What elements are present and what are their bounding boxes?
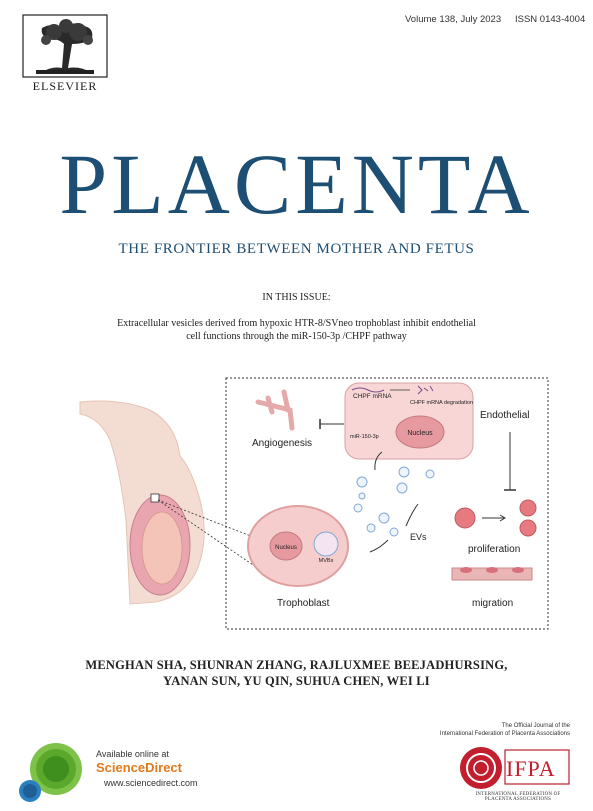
authors-line-2: YANAN SUN, YU QIN, SUHUA CHEN, WEI LI <box>163 674 430 688</box>
mvbs-label: MVBs <box>319 558 334 564</box>
sciencedirect-url[interactable]: www.sciencedirect.com <box>104 778 198 788</box>
journal-subtitle: THE FRONTIER BETWEEN MOTHER AND FETUS <box>118 241 475 257</box>
chpf-mrna-label: CHPF mRNA <box>353 393 392 400</box>
chpf-degradation-label: CHPF mRNA degradation <box>410 400 473 406</box>
trophoblast-label: Trophoblast <box>277 598 330 609</box>
official-line-1: The Official Journal of the <box>501 723 570 729</box>
fetus-illustration <box>141 511 183 585</box>
evs-label: EVs <box>410 532 427 542</box>
authors-line-1: MENGHAN SHA, SHUNRAN ZHANG, RAJLUXMEE BE… <box>85 658 508 672</box>
nucleus-label-top: Nucleus <box>407 430 433 437</box>
mir-label: miR-150-3p <box>350 434 379 440</box>
angiogenesis-vessel-illustration <box>255 389 295 431</box>
endothelial-nucleus <box>395 415 445 449</box>
featured-article-title: Extracellular vesicles derived from hypo… <box>75 317 518 343</box>
volume-date: Volume 138, July 2023 <box>405 14 502 25</box>
article-title-line-2: cell functions through the miR-150-3p /C… <box>186 331 407 342</box>
angiogenesis-label: Angiogenesis <box>252 438 312 449</box>
in-this-issue-heading: IN THIS ISSUE: <box>262 292 331 303</box>
issn: ISSN 0143-4004 <box>515 14 586 25</box>
proliferation-label: proliferation <box>468 544 520 555</box>
official-journal-note: The Official Journal of the Internationa… <box>430 723 570 738</box>
graphical-abstract: Nucleus CHPF mRNA CHPF mRNA degradation … <box>79 377 549 630</box>
figure-frame <box>225 377 549 630</box>
endothelial-label: Endothelial <box>480 410 529 421</box>
elsevier-wordmark: ELSEVIER <box>32 79 98 93</box>
elsevier-tree-logo <box>22 14 108 78</box>
journal-title: PLACENTA <box>59 136 534 232</box>
extracellular-vesicles <box>353 466 435 537</box>
ifpa-logo <box>460 747 570 789</box>
available-online-text: Available online at <box>96 749 169 759</box>
ifpa-full-name: INTERNATIONAL FEDERATION OF PLACENTA ASS… <box>475 792 561 802</box>
sciencedirect-name: ScienceDirect <box>96 760 182 775</box>
article-title-line-1: Extracellular vesicles derived from hypo… <box>117 318 476 329</box>
sciencedirect-logo <box>19 743 82 802</box>
ifpa-wordmark: IFPA <box>506 756 556 781</box>
migration-label: migration <box>472 598 513 609</box>
trophoblast-nucleus <box>269 531 303 561</box>
authors: MENGHAN SHA, SHUNRAN ZHANG, RAJLUXMEE BE… <box>60 657 533 689</box>
official-line-2: International Federation of Placenta Ass… <box>439 730 570 737</box>
nucleus-label-bottom: Nucleus <box>275 545 297 551</box>
